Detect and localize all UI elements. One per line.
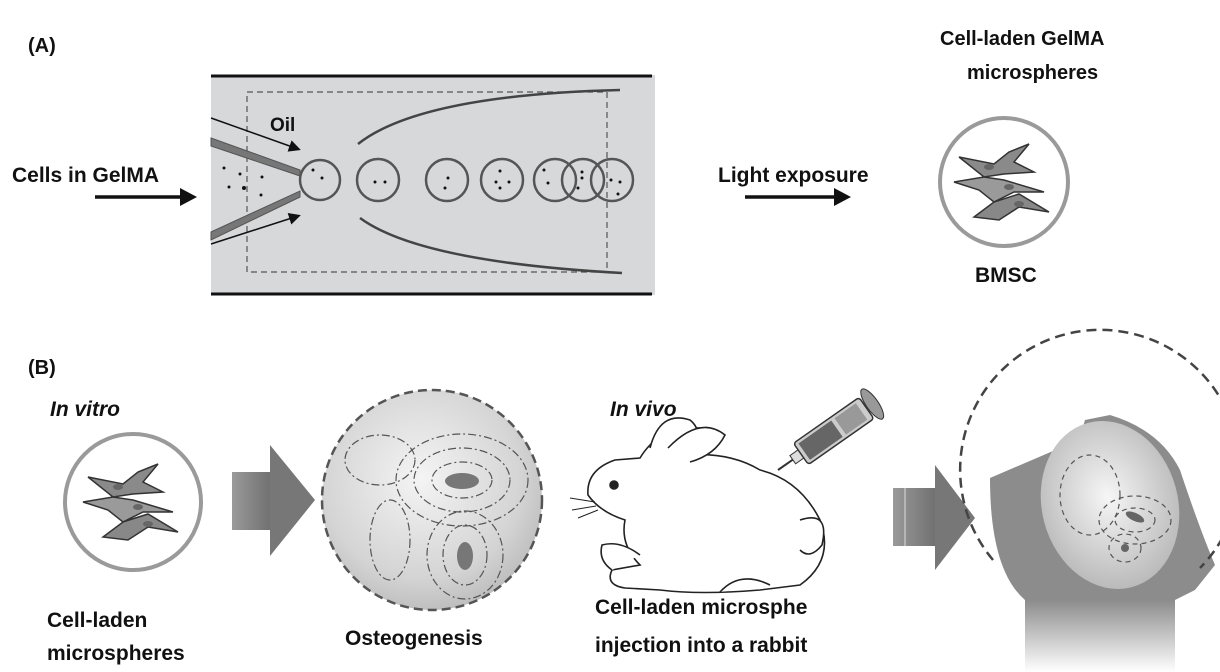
flow-arrow: [95, 188, 197, 206]
osteogenesis-sphere: [320, 388, 544, 612]
rabbit-illustration: [569, 417, 826, 594]
syringe-illustration: [777, 388, 885, 471]
block-arrow-1: [232, 445, 315, 556]
microfluidic-channel: [210, 74, 655, 296]
microsphere-label-line1: Cell-laden: [47, 609, 147, 632]
product-title-line1: Cell-laden GelMA: [940, 28, 1104, 50]
oil-label: Oil: [270, 115, 295, 136]
microsphere-label-line2: microspheres: [47, 642, 185, 665]
injection-label-line2: injection into a rabbit: [595, 634, 807, 657]
block-arrow-2: [893, 465, 975, 570]
product-title-line2: microspheres: [967, 62, 1098, 84]
microsphere-in-vitro: [63, 432, 203, 572]
light-exposure-arrow: [745, 188, 851, 206]
injection-label-line1: Cell-laden microsphe: [595, 596, 807, 619]
process-label: Light exposure: [718, 164, 869, 187]
osteogenesis-label: Osteogenesis: [345, 627, 483, 650]
inlet-label: Cells in GelMA: [12, 164, 159, 187]
fade-overlay: [870, 590, 980, 672]
in-vivo-label: In vivo: [610, 398, 677, 421]
in-vitro-label: In vitro: [50, 398, 120, 421]
bone-defect-illustration: [958, 328, 1220, 672]
panel-b-label: (B): [28, 357, 56, 379]
panel-a-label: (A): [28, 35, 56, 57]
cell-laden-microsphere: [938, 116, 1070, 248]
bmsc-label: BMSC: [975, 264, 1037, 287]
